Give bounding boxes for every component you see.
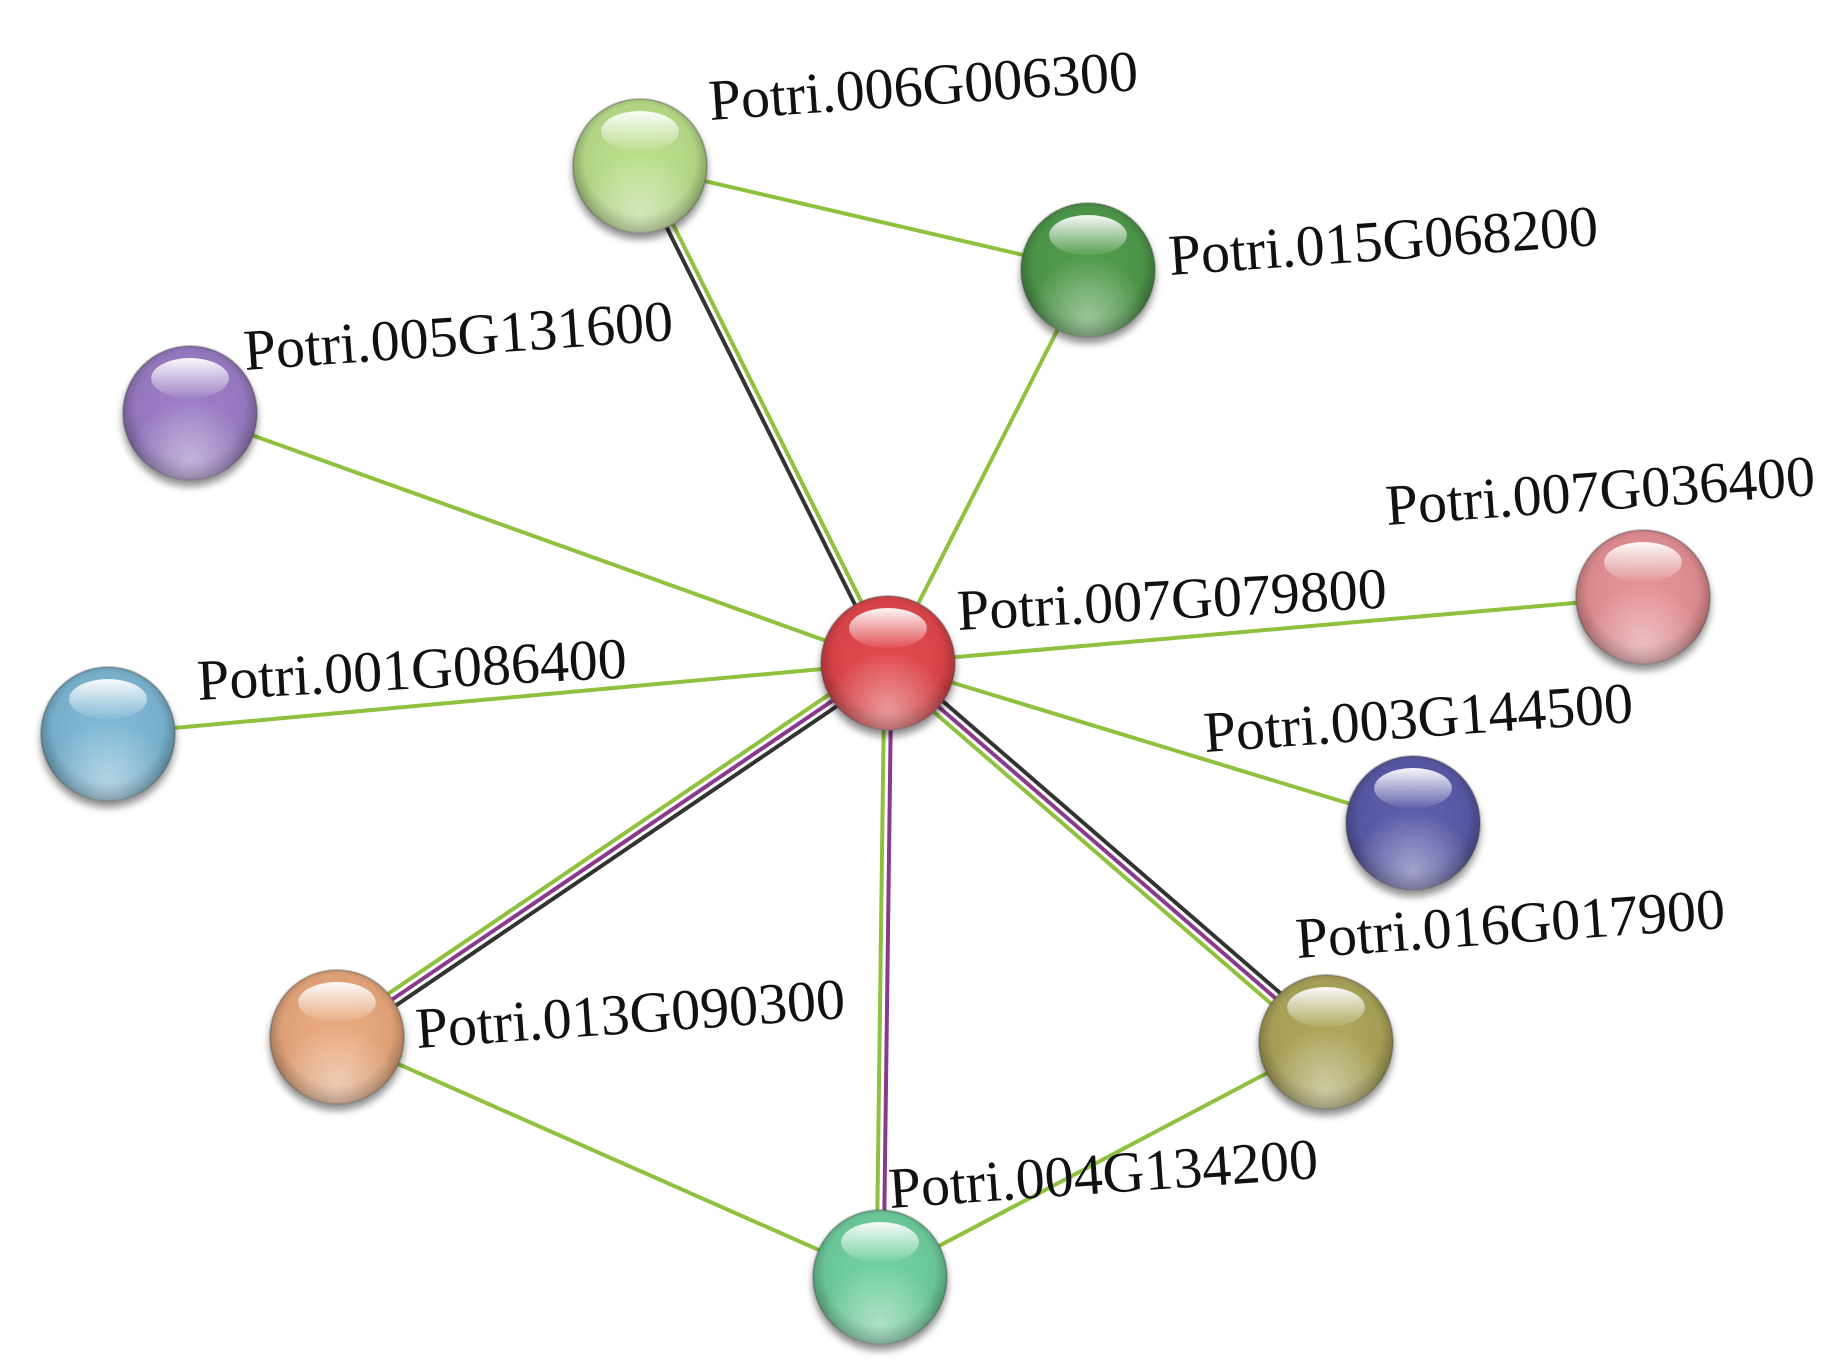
node-n4134[interactable] (812, 1209, 948, 1345)
node-n16017[interactable] (1258, 974, 1394, 1110)
edge-line-green (638, 164, 1090, 272)
node-label: Potri.003G144500 (1201, 670, 1635, 765)
node-highlight (1287, 987, 1365, 1028)
edge-line-green (886, 661, 1415, 825)
edge-line-purple (335, 661, 890, 1039)
edge-n7079-n16017 (881, 655, 1333, 1050)
node-highlight (601, 111, 679, 152)
edge-n16017-n4134 (878, 1040, 1328, 1279)
edge-line-black (338, 666, 894, 1045)
edge-line-green (886, 268, 1090, 665)
edge-n7079-n6006 (634, 162, 894, 667)
node-highlight (1374, 768, 1452, 809)
edge-n7079-n5131 (188, 411, 890, 665)
node-highlight (298, 982, 376, 1023)
edge-line-green (881, 666, 1324, 1050)
edge-line-purple (886, 661, 1328, 1044)
node-n7036[interactable] (1575, 529, 1711, 665)
node-label: Potri.015G068200 (1166, 193, 1600, 288)
node-n3144[interactable] (1345, 755, 1481, 891)
node-n7079[interactable] (820, 595, 956, 731)
node-label: Potri.013G090300 (413, 966, 847, 1061)
edge-line-green (188, 411, 890, 665)
edge-line-green (874, 660, 887, 1279)
node-highlight (1049, 215, 1127, 256)
edge-line-purple (881, 661, 894, 1280)
node-n15068[interactable] (1020, 202, 1156, 338)
node-label: Potri.001G086400 (195, 626, 628, 713)
node-highlight (69, 679, 147, 720)
edge-n7079-n15068 (886, 268, 1090, 665)
edge-n6006-n15068 (638, 164, 1090, 272)
node-n5131[interactable] (122, 345, 258, 481)
edge-n7079-n13090 (331, 655, 894, 1045)
node-highlight (849, 608, 927, 649)
node-label: Potri.016G017900 (1293, 876, 1727, 971)
edge-line-green (335, 1035, 882, 1279)
node-highlight (1604, 542, 1682, 583)
edge-n13090-n4134 (335, 1035, 882, 1279)
node-n6006[interactable] (572, 98, 708, 234)
edge-n7079-n4134 (874, 660, 894, 1280)
edge-line-green (886, 595, 1645, 665)
node-label: Potri.007G036400 (1383, 443, 1817, 538)
node-label: Potri.007G079800 (955, 556, 1388, 643)
node-n13090[interactable] (269, 969, 405, 1105)
node-label: Potri.005G131600 (241, 288, 675, 383)
node-label: Potri.004G134200 (886, 1126, 1320, 1221)
edge-n7079-n3144 (886, 661, 1415, 825)
edge-line-black (634, 165, 887, 667)
node-highlight (841, 1222, 919, 1263)
edge-line-green (641, 162, 894, 664)
node-label: Potri.006G006300 (706, 38, 1140, 133)
edge-line-black (890, 655, 1333, 1039)
edge-line-green (106, 661, 890, 736)
edges-layer (106, 162, 1645, 1280)
node-highlight (151, 358, 229, 399)
edge-n7079-n7036 (886, 595, 1645, 665)
edge-line-green (331, 655, 887, 1034)
edge-line-green (878, 1040, 1328, 1279)
edge-n7079-n1086 (106, 661, 890, 736)
node-n1086[interactable] (40, 666, 176, 802)
